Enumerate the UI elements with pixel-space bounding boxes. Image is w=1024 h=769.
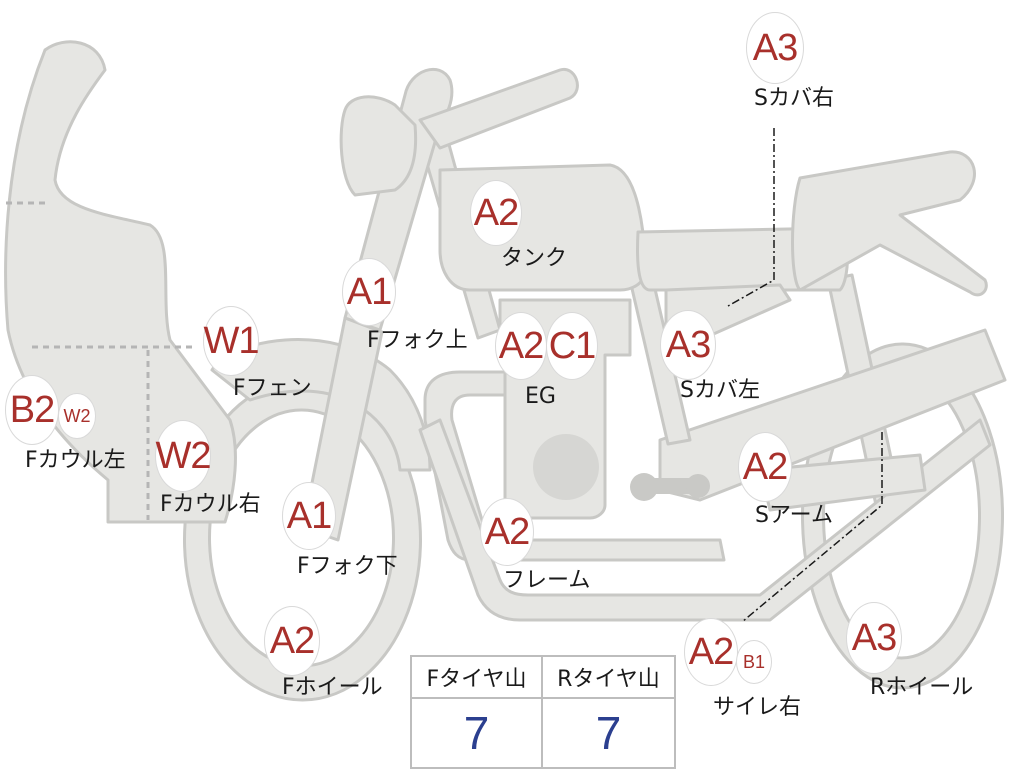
- label-frame: フレーム: [503, 568, 591, 593]
- grade-badge-f-cowl-r: W2: [155, 420, 212, 492]
- engine-cover-shape: [533, 434, 599, 500]
- grade-badge-engine-2: C1: [546, 312, 598, 380]
- label-f-wheel: Fホイール: [282, 675, 383, 700]
- label-f-fender: Fフェン: [233, 376, 312, 401]
- label-s-cover-l: Sカバ左: [680, 378, 760, 403]
- grade-badge-f-wheel: A2: [264, 606, 320, 676]
- leader-line-muffler-r: [741, 432, 883, 623]
- frame-lower-shape: [418, 418, 992, 622]
- grade-badge-f-fork-upper: A1: [342, 258, 396, 326]
- grade-badge-tank: A2: [470, 180, 522, 246]
- leader-line-s-cover-r: [727, 128, 775, 307]
- grade-badge-s-cover-l: A3: [660, 310, 716, 380]
- tire-table-value-front: 7: [412, 699, 543, 767]
- grade-badge-f-fender: W1: [203, 306, 260, 376]
- grade-badge-r-wheel: A3: [846, 602, 902, 674]
- label-tank: タンク: [501, 246, 568, 271]
- grade-badge-f-fork-lower: A1: [282, 482, 336, 550]
- label-muffler-r: サイレ右: [713, 695, 802, 720]
- label-engine: EG: [525, 384, 556, 409]
- grade-badge-frame: A2: [480, 498, 534, 566]
- grade-badge-muffler-r-2: B1: [736, 640, 772, 684]
- grade-badge-f-cowl-l-2: W2: [58, 393, 96, 439]
- label-s-cover-r: Sカバ右: [754, 86, 834, 111]
- grade-badge-muffler-r: A2: [684, 618, 738, 686]
- label-r-wheel: Rホイール: [870, 675, 974, 700]
- headlight-shape: [339, 95, 418, 197]
- label-f-fork-upper: Fフォク上: [367, 328, 468, 353]
- grade-badge-engine: A2: [495, 312, 547, 380]
- tank-shape: [438, 163, 647, 292]
- tire-table-header-front: Fタイヤ山: [412, 657, 543, 699]
- seat-shape: [791, 150, 988, 297]
- front-fork-lower-shape: [301, 316, 384, 542]
- frame-shape: [423, 370, 726, 562]
- tire-table-value-rear: 7: [595, 707, 622, 759]
- footpeg-shape: [630, 473, 710, 501]
- label-f-cowl-r: Fカウル右: [160, 492, 261, 517]
- tire-table-header-rear: Rタイヤ山: [543, 657, 674, 699]
- grade-badge-f-cowl-l: B2: [5, 375, 59, 445]
- tire-tread-table: Fタイヤ山 Rタイヤ山 7 7: [410, 655, 676, 769]
- label-s-arm: Sアーム: [755, 503, 833, 528]
- handlebar-shape: [418, 67, 579, 150]
- label-f-fork-lower: Fフォク下: [297, 554, 398, 579]
- label-f-cowl-l: Fカウル左: [25, 448, 126, 473]
- grade-badge-s-arm: A2: [738, 432, 792, 502]
- grade-badge-s-cover-r: A3: [746, 12, 804, 84]
